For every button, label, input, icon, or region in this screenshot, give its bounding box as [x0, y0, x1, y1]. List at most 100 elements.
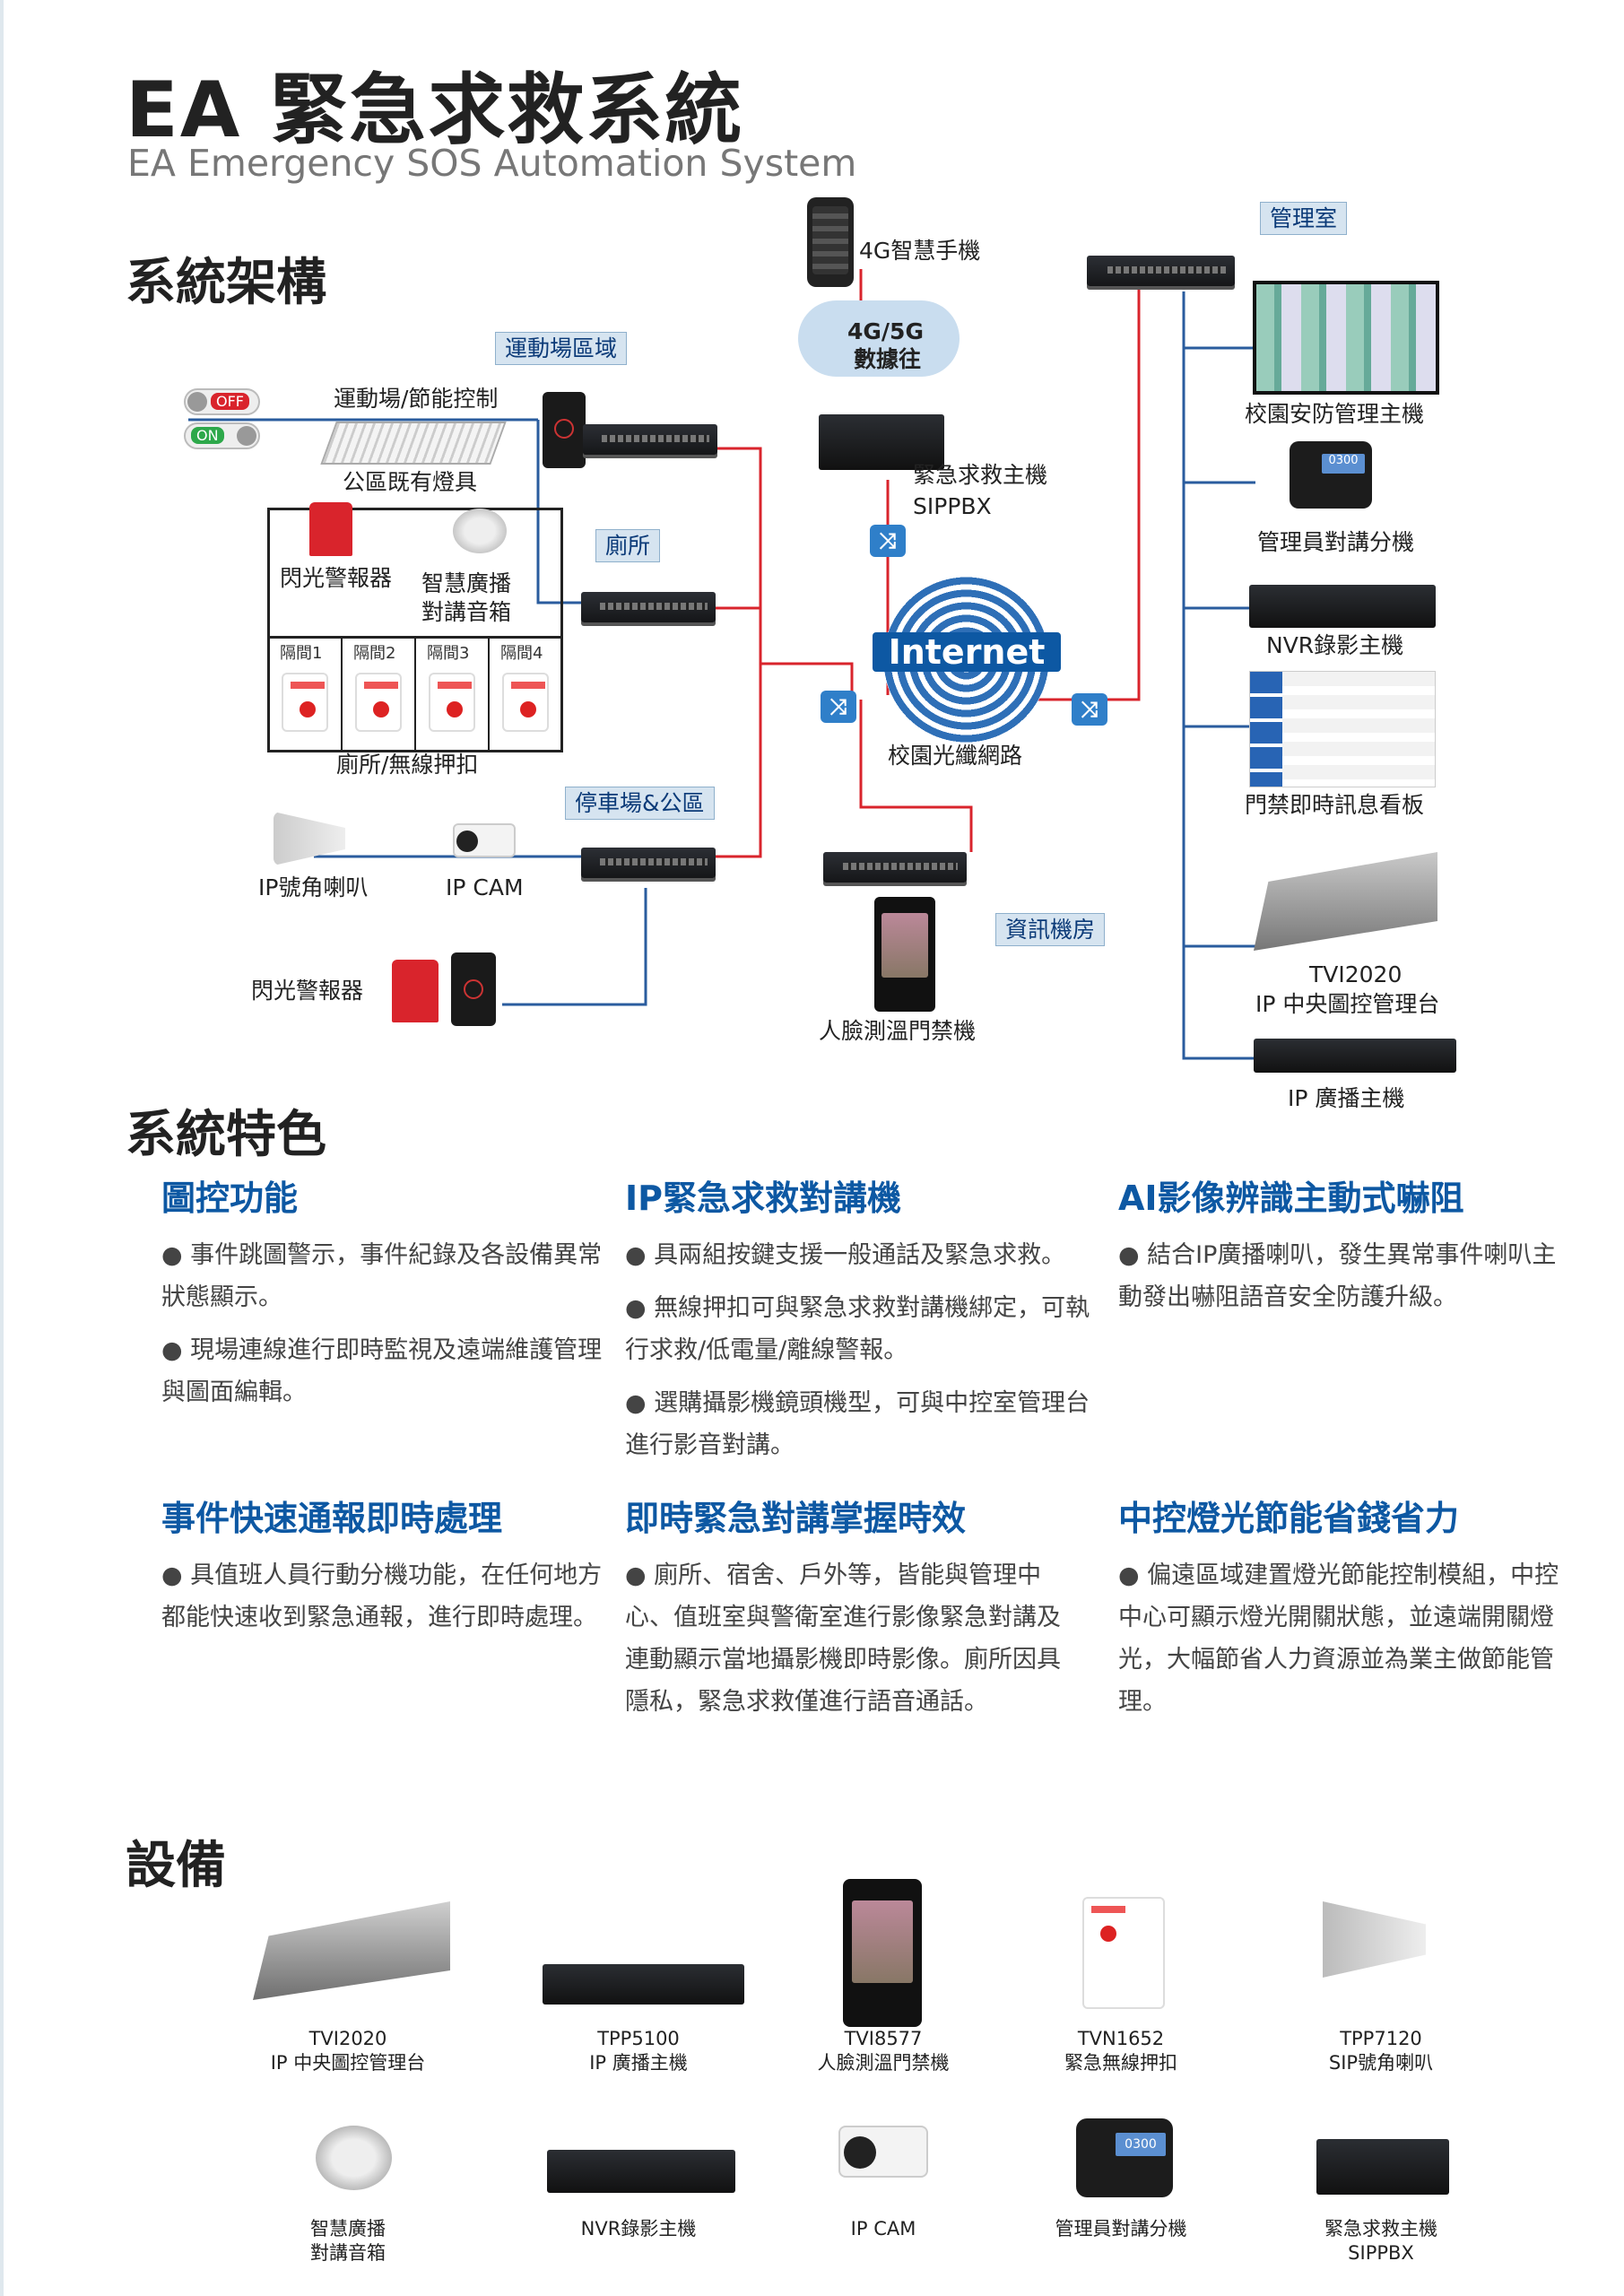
phone-label: 4G智慧手機: [859, 238, 981, 264]
feature-title: 事件快速通報即時處理: [161, 1499, 503, 1538]
ipcam-label: IP CAM: [446, 874, 524, 900]
feature-title: IP緊急求救對講機: [625, 1178, 901, 1218]
nvr-icon: [1249, 585, 1436, 628]
sippbx-server-icon: [1316, 2139, 1449, 2195]
router-icon: ⤨: [1072, 693, 1107, 726]
cloud-icon: [798, 300, 960, 377]
feature-body: ● 結合IP廣播喇叭，發生異常事件喇叭主動發出嚇阻語音安全防護升級。: [1118, 1241, 1557, 1311]
light-switch-off[interactable]: OFF: [184, 388, 260, 415]
equipment-name: SIPPBX: [1348, 2242, 1414, 2265]
ip-phone-icon: 0300: [1290, 441, 1372, 509]
ip-phone-icon: 0300: [1076, 2118, 1173, 2197]
feature-body: ● 廁所、宿舍、戶外等，皆能與管理中心、值班室與警衛室進行影像緊急對講及連動顯示…: [625, 1561, 1061, 1716]
smartphone-icon: [807, 197, 854, 287]
room-label: 隔間2: [353, 644, 396, 663]
feature-body: ● 偏遠區域建置燈光節能控制模組，中控中心可顯示燈光開關狀態，並遠端開關燈光，大…: [1118, 1561, 1559, 1716]
feature-item: 事件跳圖警示，事件紀錄及各設備異常狀態顯示。: [161, 1241, 603, 1311]
smart-speaker-label-2: 對講音箱: [421, 599, 512, 625]
switch-parking-icon: [581, 848, 716, 878]
sos-intercom-icon: [451, 952, 496, 1026]
equipment-model: TVI2020: [308, 2028, 387, 2049]
toilet-area-box: [267, 508, 563, 752]
room-label: 隔間1: [280, 644, 323, 663]
cloud-label-2: 數據往: [854, 346, 922, 372]
ip-cam-icon: [838, 2126, 928, 2178]
switch-on-label: ON: [191, 427, 224, 444]
switch-it-icon: [823, 852, 967, 883]
strobe-alarm-icon: [309, 502, 352, 556]
equipment-model: TPP5100: [597, 2028, 680, 2049]
face-terminal-icon: [843, 1879, 922, 2027]
sports-control-label: 運動場/節能控制: [334, 386, 499, 412]
section-architecture: 系統架構: [126, 254, 326, 312]
strobe-alarm-icon: [392, 960, 439, 1022]
switch-off-label: OFF: [211, 393, 249, 410]
router-icon: ⤨: [870, 525, 906, 557]
smart-speaker-label-1: 智慧廣播: [421, 570, 512, 596]
light-switch-on[interactable]: ON: [184, 422, 260, 449]
router-icon: ⤨: [821, 691, 856, 723]
board-label: 門禁即時訊息看板: [1245, 792, 1425, 818]
face-label: 人臉測溫門禁機: [819, 1018, 977, 1044]
smart-speaker-icon: [316, 2126, 392, 2190]
face-terminal-icon: [874, 897, 935, 1012]
area-sports: 運動場區域: [495, 332, 628, 366]
sos-button-icon[interactable]: [429, 673, 475, 732]
equipment-label: 智慧廣播對講音箱: [231, 2217, 465, 2266]
feature-item: 具值班人員行動分機功能，在任何地方都能快速收到緊急通報，進行即時處理。: [161, 1561, 603, 1631]
equipment-name: 人臉測溫門禁機: [817, 2052, 950, 2074]
strobe2-label: 閃光警報器: [251, 978, 364, 1004]
page-subtitle: EA Emergency SOS Automation System: [127, 142, 857, 185]
feature-item: 廁所、宿舍、戶外等，皆能與管理中心、值班室與警衛室進行影像緊急對講及連動顯示當地…: [625, 1561, 1061, 1716]
broadcast-host-icon: [543, 1964, 744, 2005]
toilet-button-label: 廁所/無線押扣: [336, 752, 479, 778]
equipment-label: IP CAM: [767, 2217, 1000, 2241]
nvr-icon: [547, 2150, 735, 2193]
section-features: 系統特色: [126, 1106, 326, 1164]
sippbx-server-icon: [819, 414, 944, 470]
area-toilet: 廁所: [595, 529, 661, 563]
info-board-icon: [1249, 671, 1436, 787]
tvi-label-2: IP 中央圖控管理台: [1255, 991, 1440, 1017]
feature-item: 選購攝影機鏡頭機型，可與中控室管理台進行影音對講。: [625, 1389, 1090, 1459]
feature-item: 具兩組按鍵支援一般通話及緊急求救。: [654, 1241, 1066, 1269]
feature-item: 無線押扣可與緊急求救對講機綁定，可執行求救/低電量/離線警報。: [625, 1294, 1090, 1364]
equipment-label: TVI8577 人臉測溫門禁機: [767, 2027, 1000, 2076]
equipment-label: 管理員對講分機: [1004, 2217, 1238, 2241]
internet-globe-icon: Internet: [873, 577, 1061, 743]
area-parking: 停車場&公區: [565, 787, 715, 821]
lights-label: 公區既有燈具: [343, 469, 478, 495]
switch-toilet-icon: [581, 592, 716, 622]
feature-body: ● 事件跳圖警示，事件紀錄及各設備異常狀態顯示。 ● 現場連線進行即時監視及遠端…: [161, 1241, 603, 1406]
equipment-name: 緊急無線押扣: [1064, 2052, 1177, 2074]
light-fixture-icon: [320, 422, 507, 465]
broadcast-host-icon: [1254, 1039, 1456, 1073]
equipment-model: IP CAM: [850, 2218, 916, 2239]
equipment-model: TVI8577: [844, 2028, 923, 2049]
area-mgmt: 管理室: [1260, 202, 1348, 236]
room-row: 隔間1 隔間2 隔間3 隔間4: [269, 636, 561, 751]
intercom-label: 管理員對講分機: [1257, 529, 1415, 555]
sos-button-icon[interactable]: [355, 673, 402, 732]
horn-speaker-icon: [1323, 1901, 1426, 1978]
feature-title: 中控燈光節能省錢省力: [1118, 1499, 1460, 1538]
page-edge: [0, 0, 4, 2296]
equipment-model: 緊急求救主機: [1324, 2218, 1437, 2239]
sos-button-icon[interactable]: [502, 673, 549, 732]
room-label: 隔間4: [500, 644, 543, 663]
switch-sports-icon: [583, 424, 717, 455]
feature-title: AI影像辨識主動式嚇阻: [1118, 1178, 1464, 1218]
feature-body: ● 具兩組按鍵支援一般通話及緊急求救。 ● 無線押扣可與緊急求救對講機綁定，可執…: [625, 1241, 1090, 1459]
room-label: 隔間3: [427, 644, 470, 663]
equipment-name: SIP號角喇叭: [1328, 2052, 1434, 2074]
equipment-label: 緊急求救主機 SIPPBX: [1264, 2217, 1498, 2266]
internet-label: Internet: [873, 632, 1061, 672]
horn-label: IP號角喇叭: [258, 874, 369, 900]
switch-mgmt-icon: [1087, 256, 1235, 286]
sos-button-icon[interactable]: [282, 673, 328, 732]
equipment-name: 對講音箱: [310, 2242, 386, 2265]
